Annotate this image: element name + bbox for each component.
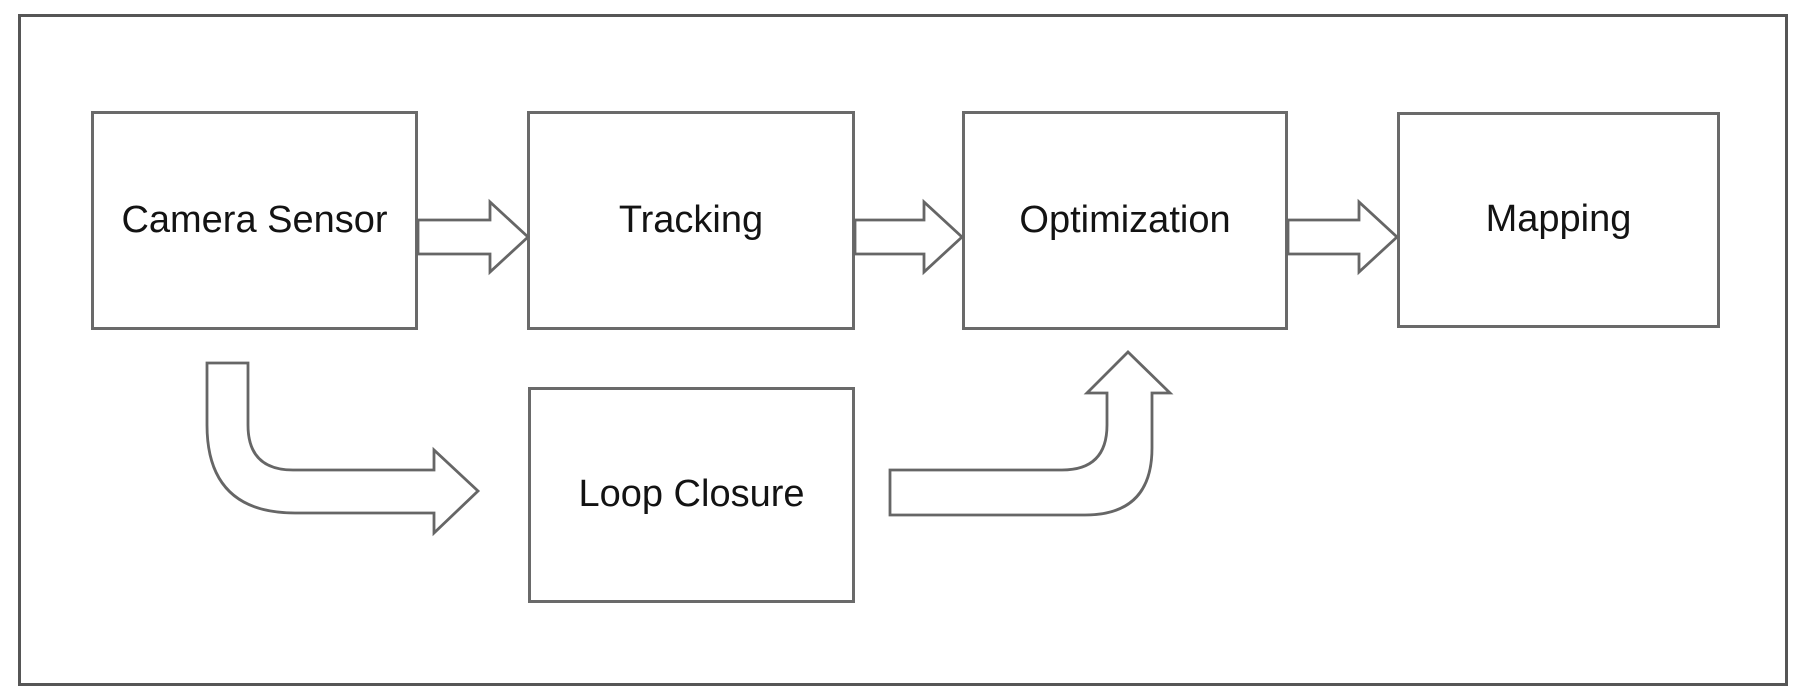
node-camera-sensor-label: Camera Sensor — [121, 198, 388, 241]
node-mapping-label: Mapping — [1485, 198, 1632, 241]
node-optimization: Optimization — [962, 111, 1288, 330]
node-loop-closure-label: Loop Closure — [578, 473, 805, 516]
node-tracking: Tracking — [527, 111, 855, 330]
node-mapping: Mapping — [1397, 112, 1720, 328]
node-loop-closure: Loop Closure — [528, 387, 855, 603]
node-camera-sensor: Camera Sensor — [91, 111, 418, 330]
node-optimization-label: Optimization — [1019, 198, 1231, 241]
node-tracking-label: Tracking — [618, 198, 764, 241]
